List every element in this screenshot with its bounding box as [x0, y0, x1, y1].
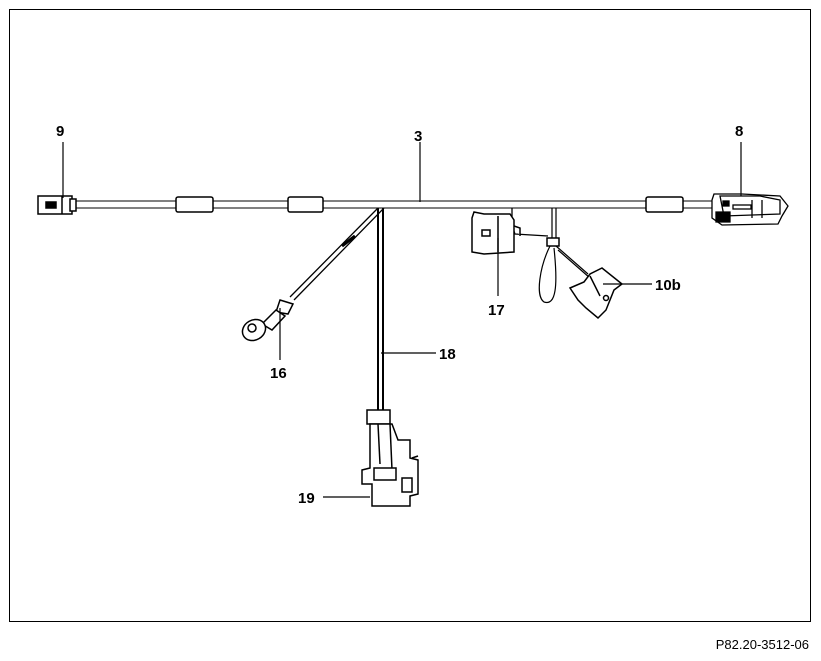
leader-lines — [62, 142, 742, 498]
branch-10b — [538, 208, 591, 304]
sleeve — [645, 196, 684, 213]
branch-18 — [377, 208, 384, 412]
callout-8: 8 — [735, 123, 743, 140]
connector-8 — [711, 193, 789, 226]
sleeve — [287, 196, 324, 213]
connector-17 — [471, 211, 521, 255]
diagram-frame — [9, 9, 811, 622]
sleeve — [175, 196, 214, 213]
callout-16: 16 — [270, 365, 287, 382]
branch-17 — [511, 208, 549, 237]
callout-18: 18 — [439, 346, 456, 363]
callout-17: 17 — [488, 302, 505, 319]
connector-19 — [361, 409, 419, 507]
callout-9: 9 — [56, 123, 64, 140]
callout-10b: 10b — [655, 277, 681, 294]
connector-10b — [568, 267, 624, 320]
branch-16 — [289, 207, 385, 301]
connector-9 — [37, 195, 77, 215]
callout-3: 3 — [414, 128, 422, 145]
cable-sleeves — [175, 196, 684, 213]
main-cable — [75, 200, 714, 209]
figure-code: P82.20-3512-06 — [715, 637, 809, 652]
callout-19: 19 — [298, 490, 315, 507]
ring-terminal-16 — [241, 299, 295, 342]
